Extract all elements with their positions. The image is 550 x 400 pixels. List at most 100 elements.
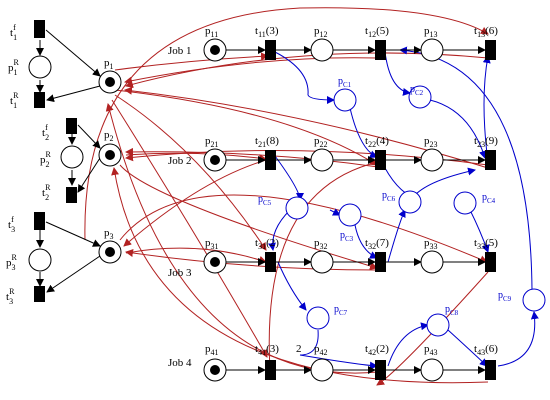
label-p22: p22 — [314, 135, 328, 149]
label-pc3: pC3 — [340, 230, 354, 243]
place-pc7[interactable] — [306, 306, 330, 330]
condition-places: pC1 pC2 pC3 pC4 pC5 pC6 pC7 pC8 pC9 — [258, 76, 546, 337]
label-pc4: pC4 — [482, 192, 496, 205]
arc-t32-pc6 — [387, 209, 406, 263]
label-t43: t43(6) — [474, 343, 498, 357]
label-t41: t41(3) — [255, 343, 279, 357]
place-p33[interactable] — [420, 250, 444, 274]
label-t2R: t2R — [42, 183, 51, 202]
place-pc8[interactable] — [426, 313, 450, 337]
transition-t3R[interactable] — [34, 286, 45, 302]
place-p42[interactable] — [310, 358, 334, 382]
place-p3R[interactable] — [28, 248, 52, 272]
label-t23: t23(9) — [474, 135, 498, 149]
arc-t31-pc7 — [277, 261, 307, 311]
label-pc7: pC7 — [334, 304, 348, 317]
job2-row: p21 t21(8) p22 t22(4) p23 t23(9) — [203, 135, 498, 172]
token — [105, 247, 115, 257]
label-p11: p11 — [205, 25, 218, 39]
label-p1: p1 — [104, 57, 114, 71]
label-p2R: p2R — [40, 150, 52, 169]
place-p12[interactable] — [310, 38, 334, 62]
place-p22[interactable] — [310, 148, 334, 172]
place-p2R[interactable] — [60, 145, 84, 169]
arc-p3-t33 — [119, 194, 488, 263]
place-pc4[interactable] — [453, 191, 477, 215]
transition-t3f[interactable] — [34, 212, 45, 230]
token — [210, 155, 220, 165]
arc-t22-p2 — [125, 147, 379, 168]
transition-t42[interactable] — [375, 360, 386, 380]
label-p32: p32 — [314, 237, 328, 251]
label-p33: p33 — [424, 237, 438, 251]
arc-t21-pc5 — [274, 155, 304, 201]
transition-t33[interactable] — [485, 252, 496, 272]
place-p1R[interactable] — [28, 55, 52, 79]
label-t32: t32(7) — [365, 237, 389, 251]
job4-row: p41 t41(3) p42 t42(2) p43 t43(6) 2 — [203, 343, 498, 382]
arc-t43-pc9 — [497, 311, 539, 367]
token — [105, 77, 115, 87]
transition-t2R[interactable] — [66, 187, 77, 203]
transition-t41[interactable] — [265, 360, 276, 380]
transition-t13[interactable] — [485, 40, 496, 60]
label-pc9: pC9 — [498, 290, 512, 303]
arc-pc6-t23 — [414, 167, 476, 196]
label-t21: t21(8) — [255, 135, 279, 149]
transition-t1f[interactable] — [34, 20, 45, 38]
label-pc1: pC1 — [338, 76, 352, 89]
place-p43[interactable] — [420, 358, 444, 382]
transition-t12[interactable] — [375, 40, 386, 60]
label-t31: t31(2) — [255, 237, 279, 251]
label-t3R: t3R — [6, 287, 15, 306]
arc-t33-t42 — [376, 271, 489, 386]
arc-pc7-t42 — [299, 329, 378, 370]
label-t3f: t3f — [8, 215, 15, 234]
resource-3: t3f p3R t3R — [6, 212, 52, 306]
label-pc6: pC6 — [382, 190, 396, 203]
transition-t43[interactable] — [485, 360, 496, 380]
token — [210, 45, 220, 55]
arc-t32-p3 — [125, 249, 379, 271]
machine-places: p1 p2 p3 — [98, 57, 122, 264]
place-p23[interactable] — [420, 148, 444, 172]
arc-pc8-t43 — [447, 329, 488, 367]
arc-t21-p3 — [123, 159, 267, 247]
label-p13: p13 — [424, 25, 438, 39]
arc-pc1-t22 — [349, 107, 378, 159]
resource-arcs — [84, 7, 489, 386]
transition-t31[interactable] — [265, 252, 276, 272]
transition-t21[interactable] — [265, 150, 276, 170]
place-pc3[interactable] — [338, 203, 362, 227]
place-p32[interactable] — [310, 250, 334, 274]
arc-p2-t21 — [125, 152, 267, 163]
job-label-3: Job 3 — [168, 267, 192, 279]
job-label-2: Job 2 — [168, 155, 192, 167]
place-pc2[interactable] — [408, 85, 432, 109]
transition-t11[interactable] — [265, 40, 276, 60]
place-pc5[interactable] — [285, 196, 309, 220]
resource-1: t1f p1R t1R — [8, 20, 52, 110]
transition-t2f[interactable] — [66, 118, 77, 134]
resource-2: t2f p2R t2R — [40, 118, 84, 203]
label-t33: t33(5) — [474, 237, 498, 251]
label-t2f: t2f — [42, 123, 49, 142]
place-pc1[interactable] — [333, 88, 357, 112]
job1-row: p11 t11(3) p12 t12(5) p13 t13(6) — [203, 25, 498, 62]
arc-pc4-t33 — [469, 209, 490, 253]
place-p13[interactable] — [420, 38, 444, 62]
transition-t22[interactable] — [375, 150, 386, 170]
place-pc6[interactable] — [398, 190, 422, 214]
arc-p2-t32 — [119, 164, 378, 270]
label-p43: p43 — [424, 343, 438, 357]
label-p3R: p3R — [6, 253, 18, 272]
transition-t23[interactable] — [485, 150, 496, 170]
transition-t32[interactable] — [375, 252, 386, 272]
arc-t43-p2 — [111, 167, 489, 384]
token — [210, 257, 220, 267]
arc-p1-t11 — [114, 52, 269, 71]
transition-t1R[interactable] — [34, 92, 45, 108]
label-t42: t42(2) — [365, 343, 389, 357]
place-pc9[interactable] — [522, 288, 546, 312]
